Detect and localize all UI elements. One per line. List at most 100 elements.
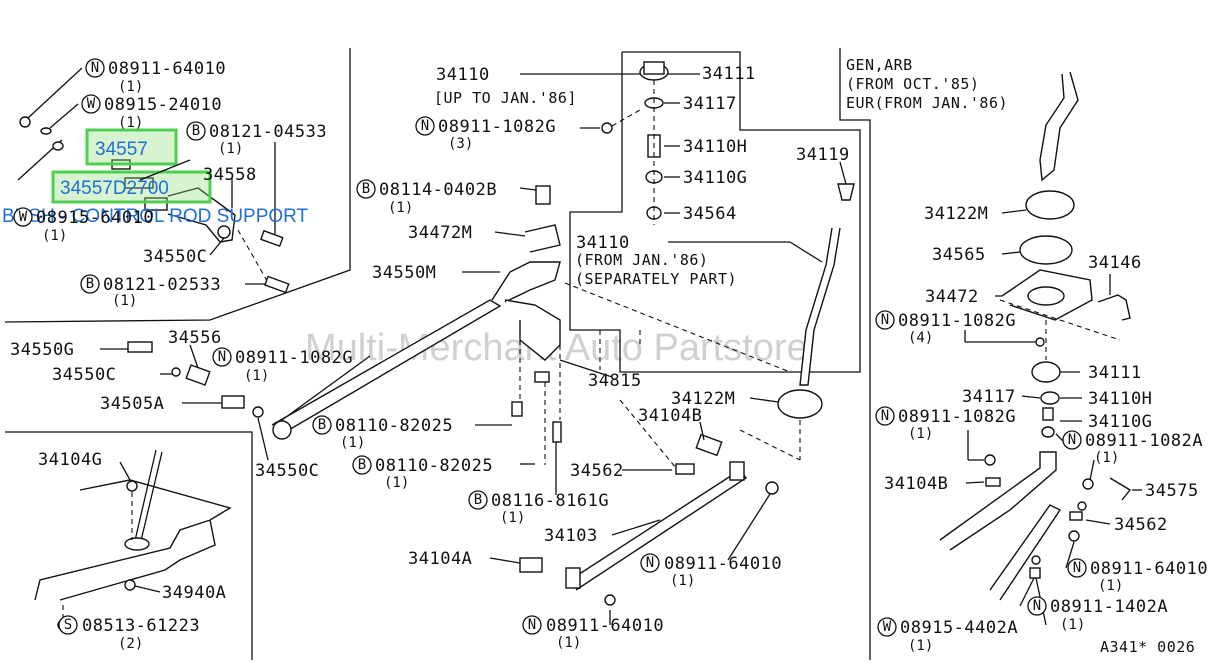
highlight-34557D2700-text: 34557D2700 xyxy=(60,178,169,199)
note-from-jan-86: (FROM JAN.'86) xyxy=(575,251,708,269)
svg-text:N: N xyxy=(881,408,889,424)
svg-text:N: N xyxy=(646,555,654,571)
svg-text:W: W xyxy=(87,96,96,112)
svg-text:(1): (1) xyxy=(118,115,143,131)
svg-text:B: B xyxy=(362,181,370,197)
svg-text:(1): (1) xyxy=(218,141,243,157)
svg-text:W: W xyxy=(883,619,892,635)
left-rods xyxy=(127,299,502,440)
svg-text:(1): (1) xyxy=(340,435,365,451)
label-08911-1082G-right-a: 08911-1082G xyxy=(898,311,1016,331)
diagram-code: A341* 0026 xyxy=(1100,638,1195,656)
label-34110H-center: 34110H xyxy=(683,137,747,157)
label-08110-82025-a: 08110-82025 xyxy=(335,416,453,436)
svg-text:B: B xyxy=(192,123,200,139)
label-34556: 34556 xyxy=(168,328,222,348)
label-34104G: 34104G xyxy=(38,450,102,470)
svg-text:(1): (1) xyxy=(244,368,269,384)
label-34815: 34815 xyxy=(588,371,642,391)
label-34122M-center: 34122M xyxy=(671,389,735,409)
svg-text:(1): (1) xyxy=(388,200,413,216)
label-08911-1082G-left: 08911-1082G xyxy=(235,348,353,368)
label-34104A: 34104A xyxy=(408,549,472,569)
label-08116-8161G: 08116-8161G xyxy=(491,491,609,511)
svg-text:(3): (3) xyxy=(448,136,473,152)
bush-control-rod-support-label: BUSH - CONTROL ROD SUPPORT xyxy=(2,206,309,227)
label-08911-64010-bottom: 08911-64010 xyxy=(546,616,664,636)
label-34564: 34564 xyxy=(683,204,737,224)
svg-text:(2): (2) xyxy=(118,636,143,652)
label-34110H-right: 34110H xyxy=(1088,389,1152,409)
label-34119: 34119 xyxy=(796,145,850,165)
label-34565: 34565 xyxy=(932,245,986,265)
svg-text:N: N xyxy=(1073,560,1081,576)
label-08911-64010-center: 08911-64010 xyxy=(664,554,782,574)
prefix-circles: N W B W B N S N B B B B N N N N N N N W xyxy=(13,58,1087,637)
svg-text:N: N xyxy=(1068,432,1076,448)
label-34550M: 34550M xyxy=(372,263,436,283)
svg-text:B: B xyxy=(474,492,482,508)
label-08915-24010: 08915-24010 xyxy=(104,95,222,115)
label-34562-right: 34562 xyxy=(1114,515,1168,535)
label-08915-4402A: 08915-4402A xyxy=(900,618,1018,638)
note-gen-arb: GEN,ARB xyxy=(846,56,913,74)
svg-text:W: W xyxy=(19,209,28,225)
svg-text:(1): (1) xyxy=(1098,578,1123,594)
svg-text:(1): (1) xyxy=(908,426,933,442)
label-34505A: 34505A xyxy=(100,394,164,414)
svg-text:N: N xyxy=(218,349,226,365)
svg-text:(1): (1) xyxy=(1060,617,1085,633)
svg-text:(1): (1) xyxy=(500,510,525,526)
label-34110-top: 34110 xyxy=(436,65,490,85)
svg-text:(1): (1) xyxy=(1094,450,1119,466)
label-08911-64010-right: 08911-64010 xyxy=(1090,559,1208,579)
bottom-left-inset xyxy=(34,449,232,631)
label-34103: 34103 xyxy=(544,526,598,546)
label-34558: 34558 xyxy=(203,165,257,185)
panel-borders xyxy=(4,48,871,660)
highlight-34557D2700[interactable] xyxy=(51,170,212,204)
svg-text:B: B xyxy=(358,457,366,473)
svg-text:N: N xyxy=(421,118,429,134)
label-34110-from: 34110 xyxy=(576,233,630,253)
svg-text:B: B xyxy=(318,417,326,433)
label-34146: 34146 xyxy=(1088,253,1142,273)
right-parts xyxy=(939,71,1132,601)
label-34110G-right: 34110G xyxy=(1088,412,1152,432)
label-34110G-center: 34110G xyxy=(683,168,747,188)
svg-text:(1): (1) xyxy=(118,79,143,95)
label-34472-right: 34472 xyxy=(925,287,979,307)
note-separately-part: (SEPARATELY PART) xyxy=(575,270,737,288)
svg-text:N: N xyxy=(881,312,889,328)
label-08915-64010: 08915-64010 xyxy=(36,208,154,228)
svg-text:(1): (1) xyxy=(670,573,695,589)
svg-text:(1): (1) xyxy=(42,228,67,244)
label-34104B-right: 34104B xyxy=(884,474,948,494)
svg-text:N: N xyxy=(91,60,99,76)
label-34122M-right: 34122M xyxy=(924,204,988,224)
label-34550C-low: 34550C xyxy=(255,461,319,481)
label-34117-center: 34117 xyxy=(683,94,737,114)
note-eur-from-jan-86: EUR(FROM JAN.'86) xyxy=(846,94,1008,112)
label-08121-04533: 08121-04533 xyxy=(209,122,327,142)
svg-text:B: B xyxy=(86,276,94,292)
note-from-oct-85: (FROM OCT.'85) xyxy=(846,75,979,93)
label-08110-82025-b: 08110-82025 xyxy=(375,456,493,476)
label-34940A: 34940A xyxy=(162,583,226,603)
label-34575: 34575 xyxy=(1145,481,1199,501)
part-labels: 08911-64010 (1) 08915-24010 (1) 08121-04… xyxy=(10,56,1208,656)
highlight-34557[interactable] xyxy=(85,128,178,166)
label-08121-02533: 08121-02533 xyxy=(103,275,221,295)
svg-text:(1): (1) xyxy=(112,293,137,309)
svg-text:(1): (1) xyxy=(556,635,581,651)
svg-text:(4): (4) xyxy=(908,330,933,346)
svg-text:(1): (1) xyxy=(384,475,409,491)
note-up-to-jan-86: [UP TO JAN.'86] xyxy=(434,89,577,107)
label-08513-61223: 08513-61223 xyxy=(82,616,200,636)
label-34550C-mid: 34550C xyxy=(52,365,116,385)
highlight-34557-text: 34557 xyxy=(95,139,148,160)
label-34111-center: 34111 xyxy=(702,64,756,84)
label-08114-0402B: 08114-0402B xyxy=(379,180,497,200)
label-34472M: 34472M xyxy=(408,223,472,243)
